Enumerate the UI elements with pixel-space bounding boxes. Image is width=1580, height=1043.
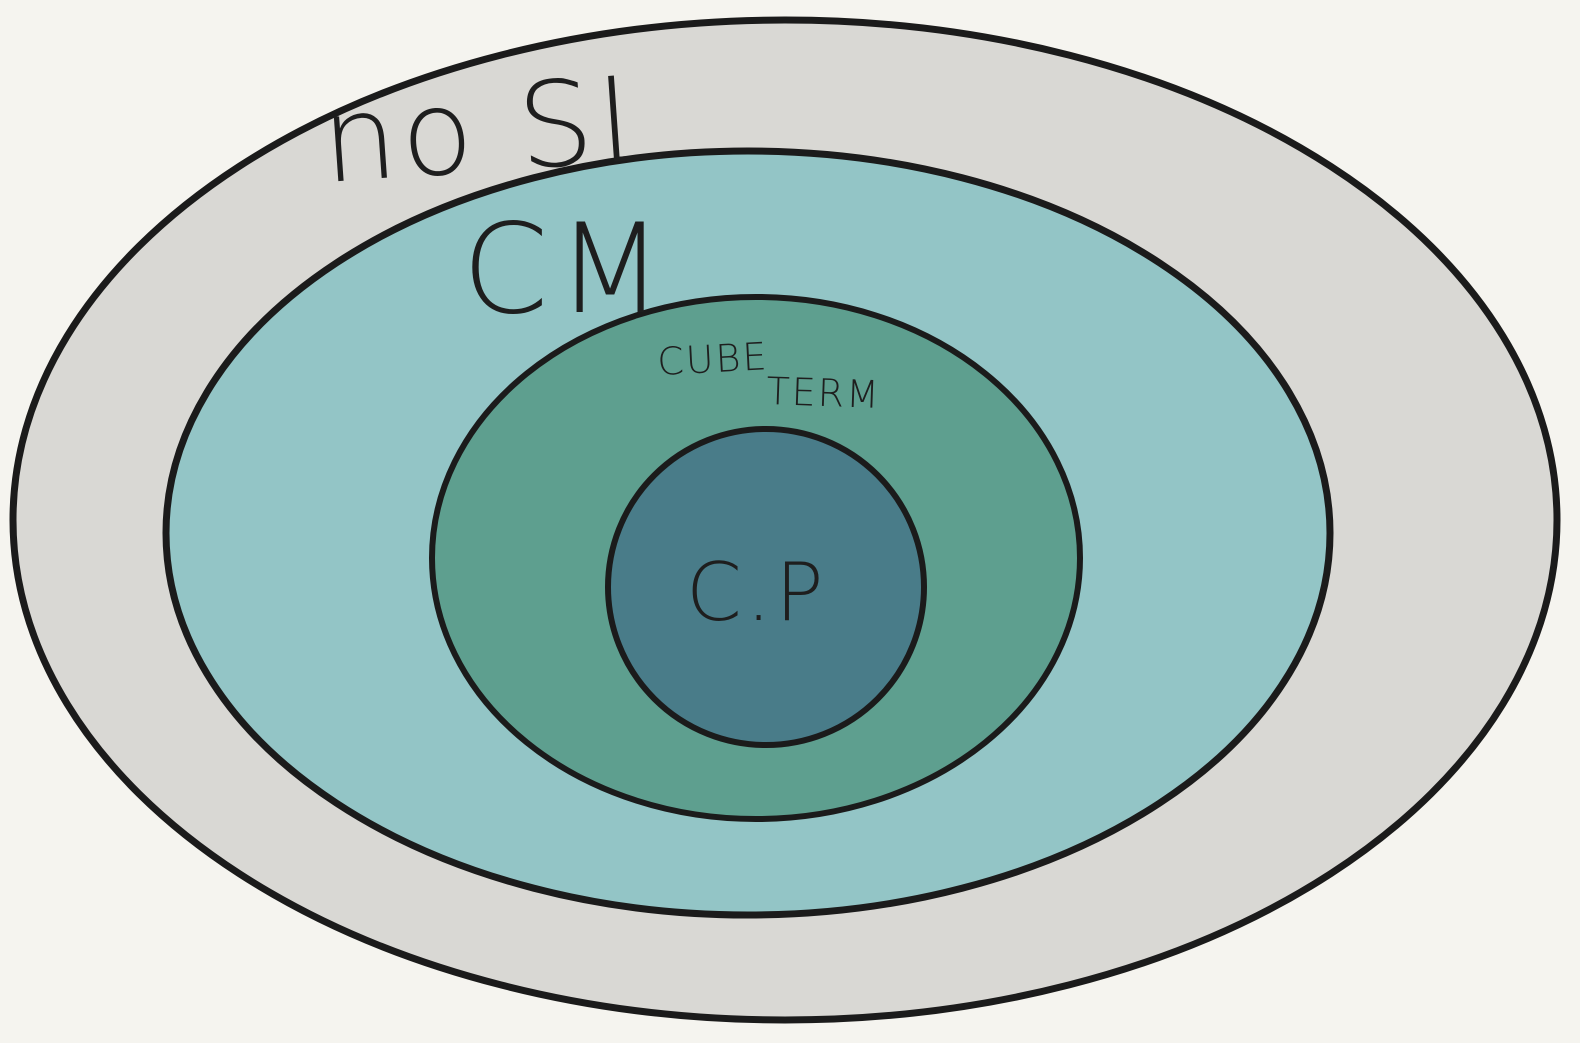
cm-label: CM (462, 198, 672, 342)
term-label: TERM (766, 369, 882, 417)
no-sl-label: no SL (317, 48, 671, 210)
cp-label: C.P (686, 546, 828, 639)
cube-label: CUBE (656, 334, 769, 384)
cp-region (605, 426, 927, 748)
